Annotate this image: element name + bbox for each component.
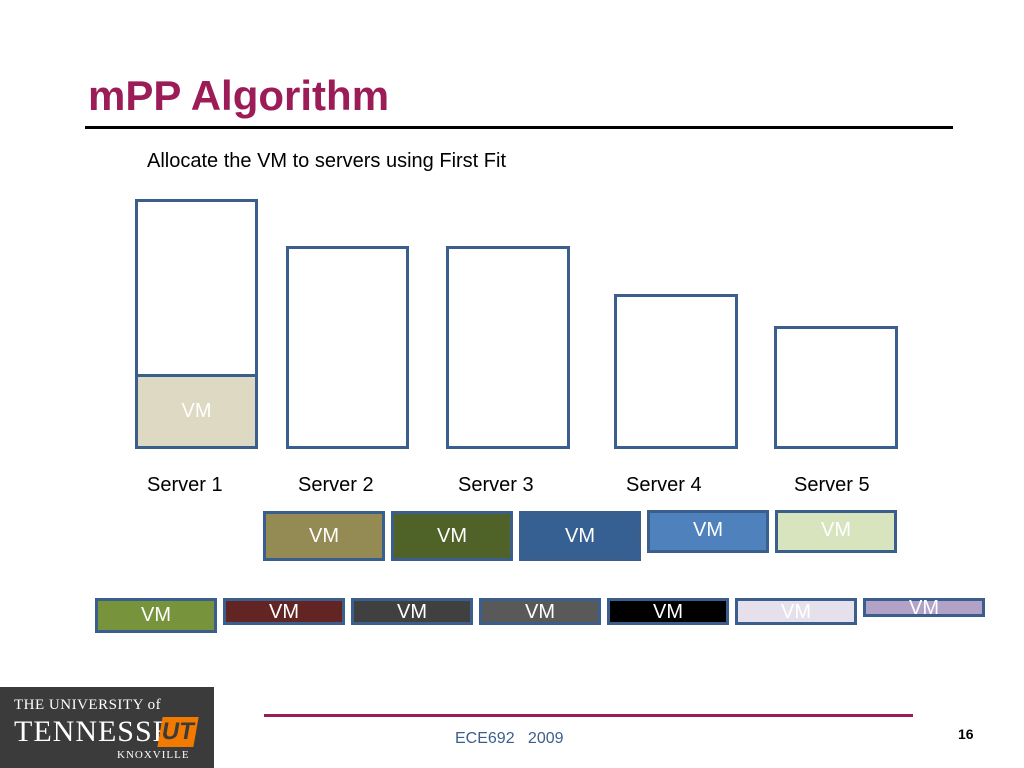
server-5-label: Server 5 [794,474,870,496]
queue-vm-9: VM [479,598,601,625]
vm-label: VM [909,597,939,619]
logo-line-1: THE UNIVERSITY of [14,697,162,713]
queue-vm-1: VM [263,511,385,561]
slide-title: mPP Algorithm [88,72,390,119]
server-3-box [446,246,570,449]
title-divider [85,126,953,129]
queue-vm-4: VM [647,510,769,553]
vm-label: VM [653,601,683,623]
queue-vm-2: VM [391,511,513,561]
server-1-vm: VM [135,374,258,449]
vm-label: VM [397,601,427,623]
server-2-box [286,246,409,449]
footer-divider [264,714,913,717]
server-1-label: Server 1 [147,474,223,496]
server-4-box [614,294,738,449]
queue-vm-10: VM [607,598,729,625]
server-4-label: Server 4 [626,474,702,496]
ut-logo-icon: UT [157,717,199,747]
slide-subtitle: Allocate the VM to servers using First F… [147,150,507,172]
queue-vm-6: VM [95,598,217,633]
footer-text: ECE692 2009 [455,730,564,747]
queue-vm-8: VM [351,598,473,625]
vm-label: VM [141,604,171,626]
university-logo: THE UNIVERSITY of TENNESSEE UT KNOXVILLE [0,687,214,768]
server-2-label: Server 2 [298,474,374,496]
queue-vm-5: VM [775,510,897,553]
vm-label: VM [693,519,723,541]
vm-label: VM [821,519,851,541]
vm-label: VM [437,524,467,547]
vm-label: VM [269,601,299,623]
queue-vm-7: VM [223,598,345,625]
vm-label: VM [565,524,595,547]
queue-vm-11: VM [735,598,857,625]
vm-label: VM [181,400,212,422]
queue-vm-3: VM [519,511,641,561]
vm-label: VM [525,601,555,623]
queue-vm-12: VM [863,597,985,619]
server-3-label: Server 3 [458,474,534,496]
vm-label: VM [781,601,811,623]
page-number: 16 [958,726,974,742]
logo-line-3: KNOXVILLE [117,749,190,761]
vm-label: VM [309,524,339,547]
server-5-box [774,326,898,449]
